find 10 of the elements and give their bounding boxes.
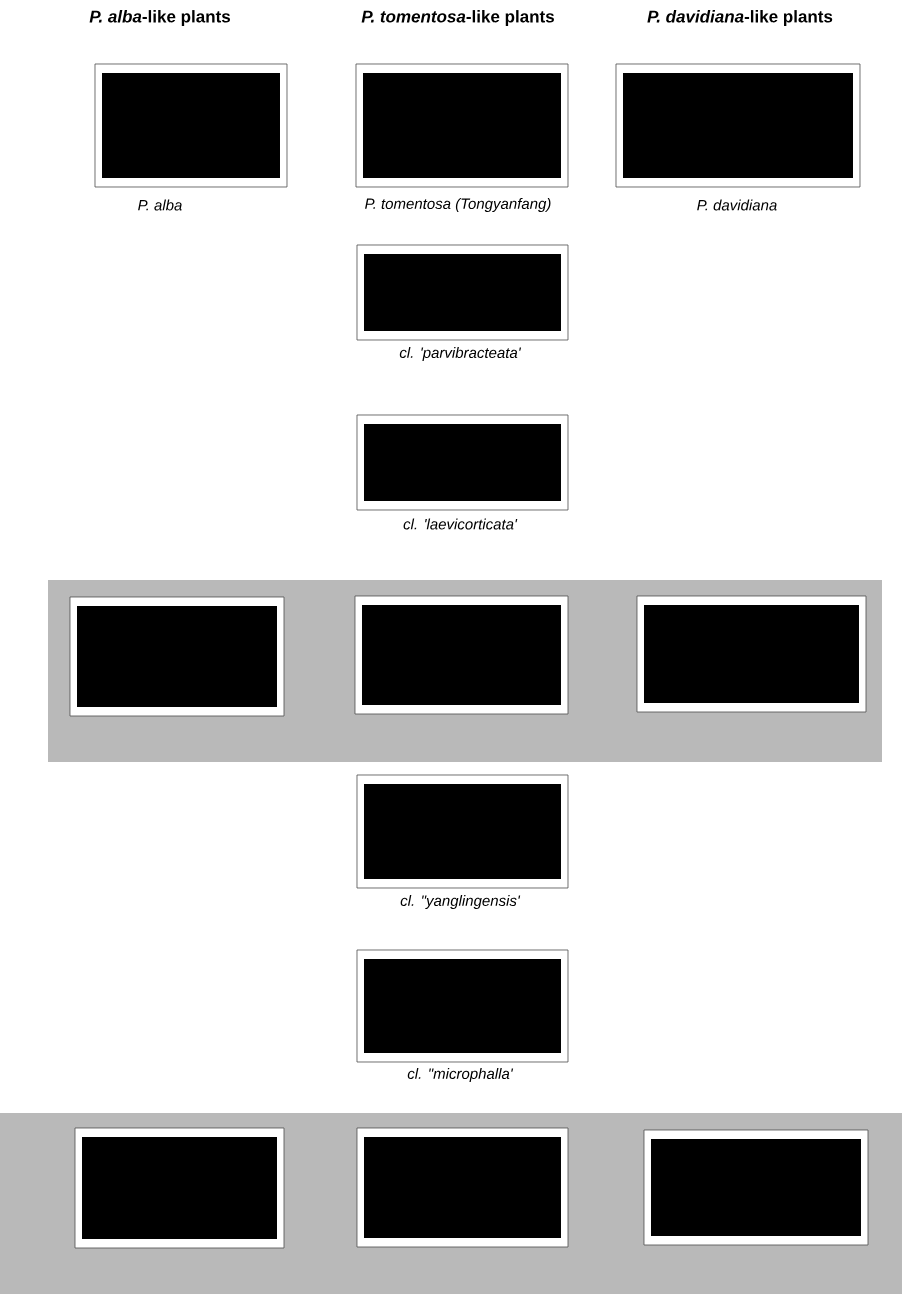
column-heading: P. davidiana-like plants [647,10,833,26]
column-heading: P. alba-like plants [89,10,230,26]
photo-caption: cl. 'parvibracteata' [399,347,522,361]
photo-caption: P. tomentosa (Tongyanfang) [365,198,551,212]
photo-caption: cl. "microphalla' [407,1068,514,1082]
photo-caption: P. alba [138,199,182,211]
column-heading: P. tomentosa-like plants [361,10,554,26]
photo-caption: P. davidiana [697,199,777,211]
photo-caption: cl. "yanglingensis' [400,895,521,909]
photo-caption: cl. 'laevicorticata' [403,518,518,530]
